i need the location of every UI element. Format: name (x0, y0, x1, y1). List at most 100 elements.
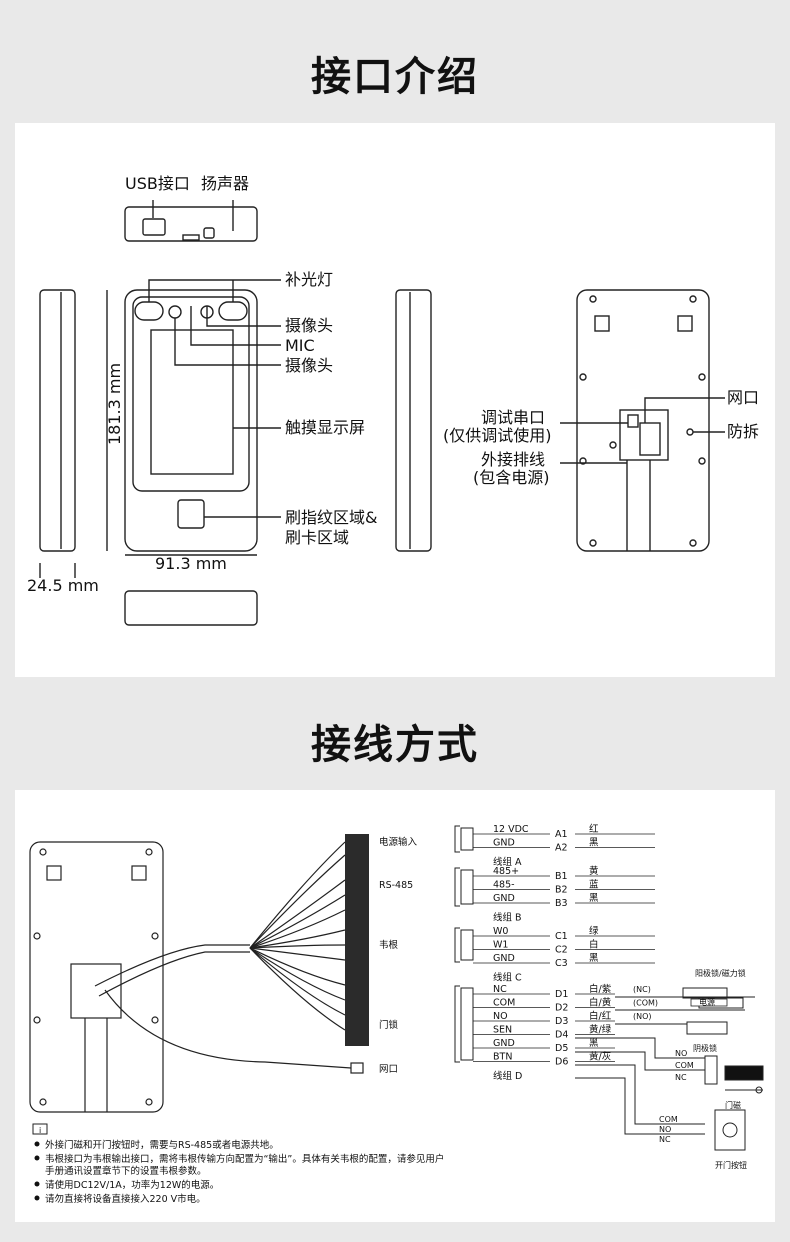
debug-port-label-2: (仅供调试使用) (443, 426, 552, 445)
wire-signal: NC (493, 984, 507, 995)
note-1: 韦根接口为韦根输出接口，需将韦根传输方向配置为“输出”。具体有关韦根的配置，请参… (45, 1153, 444, 1165)
depth-dimension: 24.5 mm (27, 576, 99, 595)
fingerprint-label-2: 刷卡区域 (285, 528, 349, 547)
network-port-label: 网口 (727, 388, 759, 407)
width-dimension: 91.3 mm (155, 554, 227, 573)
fingerprint-area (177, 499, 205, 529)
wire-color: 白/黄 (589, 997, 611, 1009)
exit-button-label: 开门按钮 (715, 1160, 747, 1170)
wire-signal: 485- (493, 880, 515, 891)
wire-pin: A1 (555, 829, 568, 840)
device-right-side (395, 289, 432, 552)
height-dimension: 181.3 mm (105, 363, 124, 445)
speaker-label: 扬声器 (201, 174, 249, 193)
wire-pin: B2 (555, 885, 568, 896)
wire-color: 黑 (589, 893, 599, 904)
wire-signal: GND (493, 1038, 515, 1049)
wire-pin: C2 (555, 945, 568, 956)
fill-light-label: 补光灯 (285, 270, 333, 289)
wire-signal: GND (493, 838, 515, 849)
sensor-term-2: NC (675, 1073, 687, 1082)
camera-bottom-label: 摄像头 (285, 356, 333, 375)
notes-list: 外接门磁和开门按钮时，需要与RS-485或者电源共地。 韦根接口为韦根输出接口，… (34, 1139, 444, 1205)
network-label: 网口 (379, 1064, 398, 1075)
wire-color: 黑 (589, 1038, 599, 1049)
camera-left (168, 305, 182, 319)
anode-lock-label: 阳极锁/磁力锁 (695, 968, 746, 978)
network-port-shape (639, 422, 661, 456)
wire-signal: 485+ (493, 866, 519, 877)
interface-diagram: USB接口 扬声器 补光灯 摄像头 MIC 摄像头 触摸显示屏 刷指纹区域& 刷… (27, 174, 759, 626)
wire-group-name: 线组 C (493, 972, 522, 984)
wire-color: 白 (589, 939, 599, 951)
wire-color: 黑 (589, 953, 599, 964)
sensor-term-1: COM (675, 1061, 694, 1070)
wire-signal: 12 VDC (493, 824, 529, 835)
svg-text:i: i (39, 1126, 41, 1135)
fill-light-left (134, 301, 164, 321)
touch-screen-label: 触摸显示屏 (285, 418, 365, 437)
interface-panel: USB接口 扬声器 补光灯 摄像头 MIC 摄像头 触摸显示屏 刷指纹区域& 刷… (15, 123, 775, 677)
device-bottom-view (124, 590, 258, 626)
wire-group-name: 线组 B (493, 912, 522, 924)
note-2: 手册通讯设置章节下的设置韦根参数。 (45, 1165, 207, 1177)
wire-pin: D2 (555, 1003, 568, 1014)
button-term-1: NO (659, 1125, 671, 1134)
wiring-connector-box (70, 963, 122, 1019)
wire-tag: (COM) (633, 999, 658, 1008)
debug-port-label-1: 调试串口 (481, 408, 545, 427)
sensor-term-0: NO (675, 1049, 687, 1058)
fill-light-right (218, 301, 248, 321)
info-icon: i (32, 1123, 48, 1135)
cathode-lock-label: 阴极锁 (693, 1043, 717, 1053)
wire-pin: D6 (555, 1057, 568, 1068)
wire-signal: GND (493, 893, 515, 904)
note-0: 外接门磁和开门按钮时，需要与RS-485或者电源共地。 (45, 1139, 279, 1151)
wire-color: 黄/绿 (589, 1024, 612, 1036)
interface-section-title: 接口介绍 (311, 54, 479, 100)
fingerprint-label-1: 刷指纹区域& (285, 508, 377, 527)
note-3: 请使用DC12V/1A，功率为12W的电源。 (45, 1179, 219, 1191)
wire-pin: C3 (555, 958, 568, 969)
wire-group-name: 线组 D (493, 1070, 522, 1082)
wire-color: 白/紫 (589, 983, 612, 995)
device-back-view (576, 289, 710, 552)
wire-color: 白/红 (589, 1010, 612, 1022)
back-connector-box (619, 409, 669, 461)
note-4: 请勿直接将设备直接接入220 V市电。 (45, 1193, 206, 1205)
wiring-section-title: 接线方式 (311, 722, 479, 768)
ext-cable-label-2: (包含电源) (473, 468, 550, 487)
wire-color: 黄 (589, 865, 599, 877)
device-front-view (124, 289, 258, 552)
tamper-label: 防拆 (727, 422, 759, 441)
lock-label: 门锁 (379, 1019, 399, 1031)
camera-top-label: 摄像头 (285, 316, 333, 335)
wire-group-name: 线组 A (493, 856, 522, 868)
wire-pin: B3 (555, 898, 568, 909)
wire-pin: B1 (555, 871, 568, 882)
usb-port (142, 218, 166, 236)
wire-signal: GND (493, 953, 515, 964)
wire-color: 黄/灰 (589, 1051, 611, 1063)
device-left-side (39, 289, 76, 552)
touch-screen-shape (150, 329, 234, 475)
wire-pin: D1 (555, 989, 568, 1000)
wire-pin: D5 (555, 1043, 568, 1054)
device-top-view (124, 206, 258, 242)
button-term-2: NC (659, 1135, 671, 1144)
door-sensor-label: 门磁 (725, 1100, 741, 1110)
wire-color: 绿 (589, 925, 599, 937)
wire-signal: BTN (493, 1052, 512, 1063)
wire-signal: SEN (493, 1025, 512, 1036)
wire-signal: COM (493, 998, 515, 1009)
wire-tag: (NO) (633, 1012, 652, 1021)
wire-pin: D3 (555, 1016, 568, 1027)
wire-signal: W0 (493, 926, 508, 937)
mic-label: MIC (285, 336, 315, 355)
wiring-device-back (29, 841, 164, 1113)
tamper-hole (686, 428, 694, 436)
wire-color: 红 (589, 823, 599, 835)
